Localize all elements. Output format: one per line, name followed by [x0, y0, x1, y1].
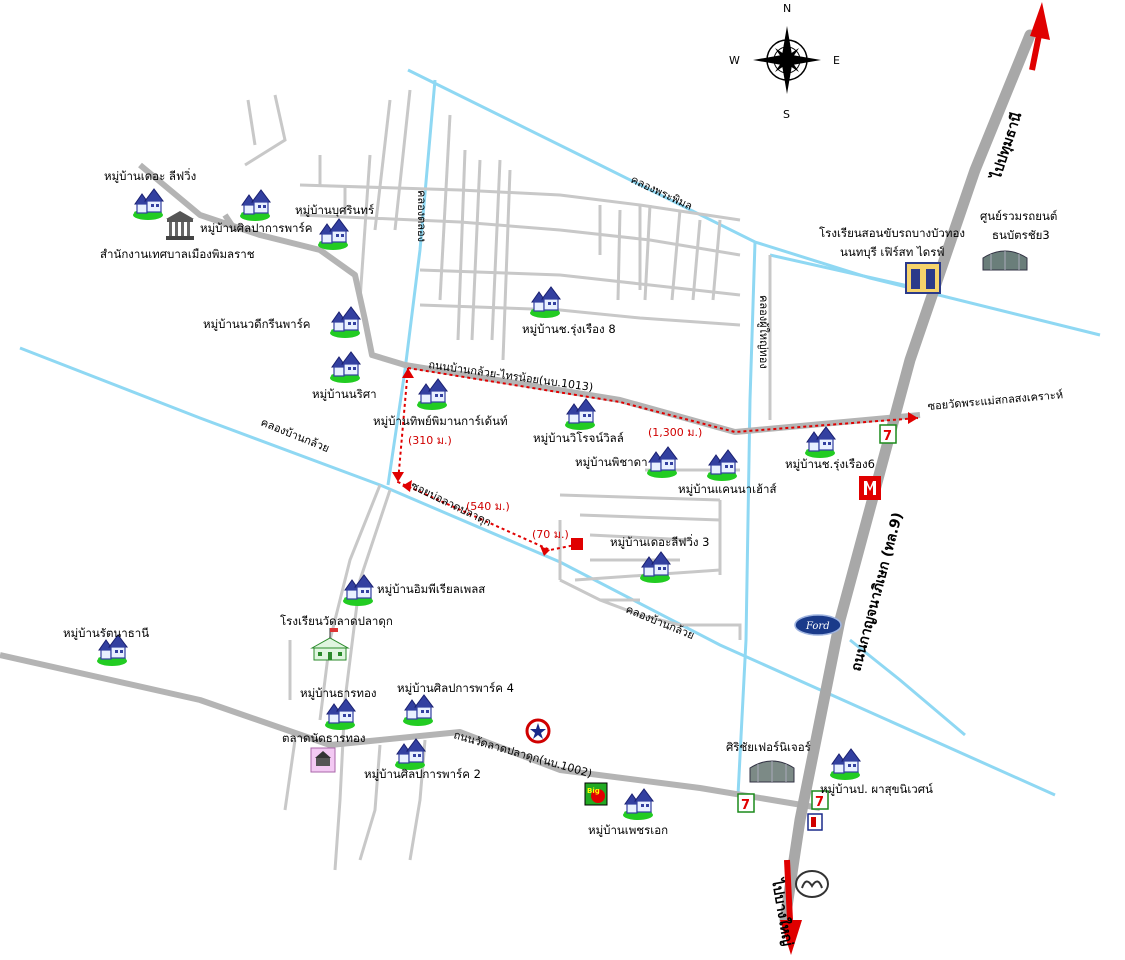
direction-arrows: [780, 2, 1050, 955]
village-icon: [317, 218, 349, 251]
label-the-living: หมู่บ้านเดอะ ลีฟวิ่ง: [104, 168, 196, 183]
distance-70: (70 ม.): [532, 528, 569, 541]
label-nawadee: หมู่บ้านนวดีกรีนพาร์ค: [203, 317, 310, 331]
label-auto-center-2: ธนบัตรชัย3: [992, 228, 1050, 242]
compass-rose-icon: N S E W: [729, 2, 840, 121]
village-icon: [342, 574, 374, 607]
label-driving-school-1: โรงเรียนสอนขับรถบางบัวทอง: [819, 226, 965, 240]
isuzu-icon: [859, 476, 881, 500]
label-rattana: หมู่บ้านรัตนาธานี: [63, 626, 149, 640]
label-silpakarn-park: หมู่บ้านศิลปาการพาร์ค: [200, 221, 312, 235]
arrow-south-icon: [780, 920, 802, 955]
village-icon: [132, 188, 164, 221]
village-icon: [324, 698, 356, 731]
svg-text:Ford: Ford: [805, 621, 830, 632]
compass-e: E: [833, 54, 840, 67]
village-icon: [394, 738, 426, 771]
mazda-icon: [795, 870, 829, 898]
main-roads: [0, 162, 921, 811]
road-kluai-sai-noi: [138, 162, 921, 435]
caltex-icon: [525, 718, 551, 744]
label-auto-center-1: ศูนย์รวมรถยนต์: [980, 209, 1057, 223]
convenience-store-icon: 7: [811, 790, 829, 810]
driving-school-icon: [905, 262, 941, 294]
village-icon: [529, 286, 561, 319]
label-market: ตลาดนัดธารทอง: [282, 731, 366, 745]
label-chor-rungrueang-6: หมู่บ้านช.รุ่งเรือง6: [785, 457, 875, 471]
market-icon: [310, 747, 336, 773]
label-tharathong: หมู่บ้านธารทอง: [300, 686, 377, 700]
convenience-store-icon: 7: [737, 793, 755, 813]
label-narisa: หมู่บ้านนริศา: [312, 387, 377, 401]
highway-label: ถนนกาญจนาภิเษก (ทล.9): [848, 511, 906, 673]
label-thipphiman: หมู่บ้านทิพย์พิมานการ์เด้นท์: [373, 414, 508, 428]
label-silpakarn-4: หมู่บ้านศิลปการพาร์ค 4: [397, 681, 514, 695]
label-imperial: หมู่บ้านอิมพีเรียลเพลส: [377, 582, 485, 596]
compass-s: S: [783, 108, 790, 121]
distance-1300: (1,300 ม.): [648, 426, 702, 439]
svg-text:7: 7: [741, 798, 750, 813]
school-icon: [310, 628, 350, 661]
target-marker-icon: [571, 538, 583, 550]
canal-ban-kluai-label: คลองบ้านกล้วย: [259, 416, 331, 455]
arrow-north-icon: [1030, 2, 1050, 40]
canal-east-label: คลองผู้ใหญ่ทอง: [757, 295, 770, 369]
label-wirot: หมู่บ้านวิโรจน์วิลล์: [533, 431, 624, 445]
big-c-icon: Big: [584, 782, 608, 806]
compass-n: N: [783, 2, 791, 15]
municipal-building-icon: [166, 211, 194, 240]
village-icon: [564, 398, 596, 431]
label-the-living-3: หมู่บ้านเดอะลีฟวิ่ง 3: [610, 534, 710, 549]
canal-west: [386, 79, 437, 486]
village-icon: [706, 449, 738, 482]
village-icon: [639, 551, 671, 584]
label-pha-su: หมู่บ้านป. ผาสุขนิเวศน์: [820, 782, 933, 796]
village-icon: [829, 748, 861, 781]
road-soi-wat-label: ซอยวัดพระแม่สกลสงเคราะห์: [927, 388, 1063, 413]
village-icon: [329, 306, 361, 339]
village-icon: [402, 694, 434, 727]
village-icon: [416, 378, 448, 411]
warehouse-icon: [982, 250, 1028, 271]
fuel-station-icon: [807, 813, 823, 831]
village-icon: [239, 189, 271, 222]
road-wat-lat-pla-duk: [0, 652, 821, 811]
convenience-store-icon: 7: [879, 424, 897, 444]
label-municipality: สำนักงานเทศบาลเมืองพิมลราช: [100, 247, 255, 261]
village-icon: [804, 426, 836, 459]
label-phetchara: หมู่บ้านเพชรเอก: [588, 823, 668, 837]
canal-west-label: คลองตลอง: [415, 190, 428, 242]
canal-ban-kluai-label-2: คลองบ้านกล้วย: [624, 603, 696, 642]
village-icon: [622, 788, 654, 821]
label-siri-chai: ศิริชัยเฟอร์นิเจอร์: [726, 740, 811, 754]
label-silpakarn-2: หมู่บ้านศิลปการพาร์ค 2: [364, 767, 481, 781]
place-labels: หมู่บ้านเดอะ ลีฟวิ่ง หมู่บ้านศิลปาการพาร…: [63, 168, 1057, 837]
village-icon: [329, 351, 361, 384]
road-kluai-label: ถนนบ้านกล้วย-ไทรน้อย(นบ.1013): [428, 358, 594, 394]
svg-text:7: 7: [815, 795, 824, 810]
canal-east-branch: [849, 638, 966, 737]
route-markers: [392, 368, 918, 556]
road-lat-soi: [222, 213, 238, 232]
warehouse-icon: [749, 760, 795, 783]
label-school-wat: โรงเรียนวัดลาดปลาดุก: [280, 614, 393, 628]
ford-icon: Ford: [794, 614, 842, 636]
minor-roads: [244, 89, 772, 871]
canals: [19, 68, 1101, 797]
canal-east: [736, 241, 757, 796]
label-driving-school-2: นนทบุรี เฟิร์สท ไดรฟ์: [840, 245, 945, 259]
svg-text:Big: Big: [587, 787, 600, 795]
distance-540: (540 ม.): [466, 500, 510, 513]
label-canada: หมู่บ้านแคนนาเฮ้าส์: [678, 482, 777, 496]
distance-310: (310 ม.): [408, 434, 452, 447]
label-phichada: หมู่บ้านพิชาดา: [575, 455, 648, 469]
label-bussarin: หมู่บ้านบุศรินทร์: [295, 203, 374, 217]
canal-ban-kluai: [19, 346, 1056, 797]
svg-text:7: 7: [883, 429, 892, 444]
compass-w: W: [729, 54, 740, 67]
village-icon: [646, 446, 678, 479]
label-chor-rungrueang-8: หมู่บ้านช.รุ่งเรือง 8: [522, 322, 616, 336]
